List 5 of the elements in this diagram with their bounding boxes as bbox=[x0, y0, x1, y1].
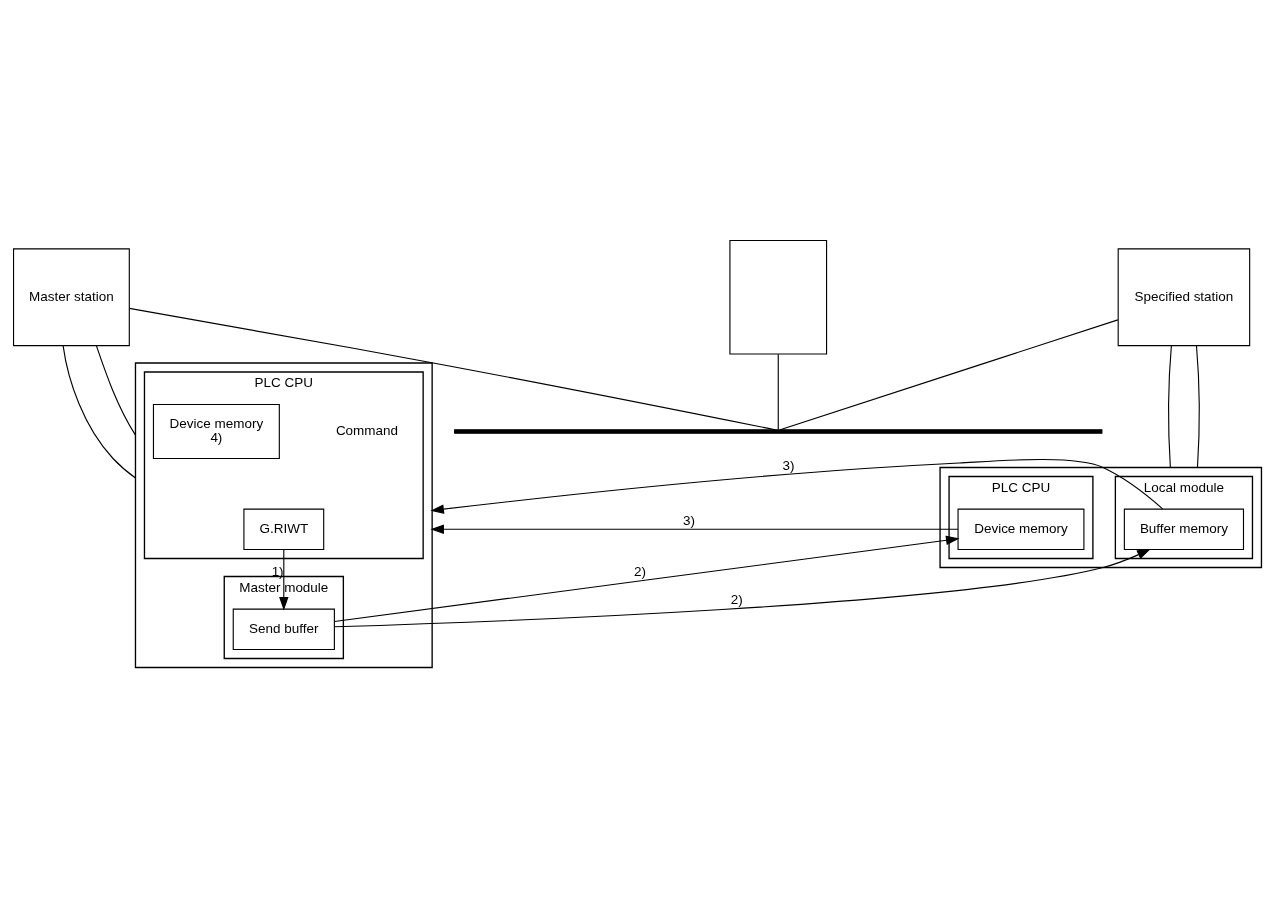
edge-label: 3) bbox=[782, 457, 795, 473]
edge-label: 2) bbox=[730, 591, 743, 607]
edge-label: 3) bbox=[683, 512, 695, 528]
edge-label: 2) bbox=[634, 563, 647, 579]
label: Command bbox=[335, 422, 399, 438]
